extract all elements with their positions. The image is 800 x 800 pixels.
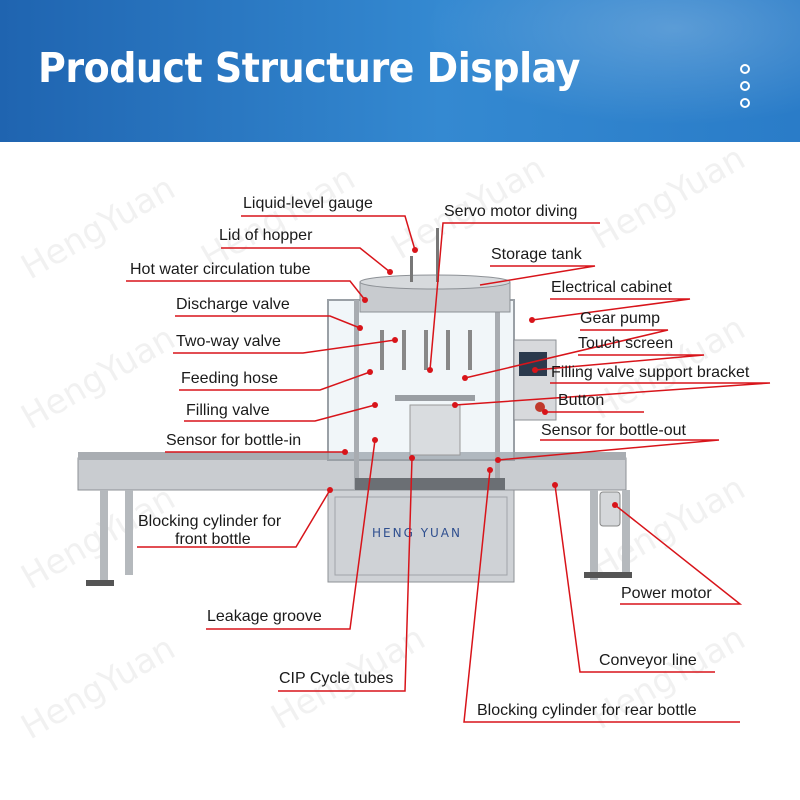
conveyor-leg <box>125 490 133 575</box>
callout-dots <box>327 247 618 508</box>
label-button: Button <box>558 392 605 409</box>
brand-text: HENG YUAN <box>372 526 462 540</box>
conveyor-leg <box>590 490 598 580</box>
label-discharge-valve: Discharge valve <box>176 296 290 313</box>
servo-rod <box>436 228 439 282</box>
label-touch-screen: Touch screen <box>578 335 674 352</box>
label-two-way-valve: Two-way valve <box>176 333 281 350</box>
label-sensor-bottle-out: Sensor for bottle-out <box>541 422 686 439</box>
label-hot-water-tube: Hot water circulation tube <box>130 261 311 278</box>
label-storage-tank: Storage tank <box>491 246 582 263</box>
label-liquid-level-gauge: Liquid-level gauge <box>243 195 373 212</box>
label-filling-valve: Filling valve <box>186 402 270 419</box>
conveyor-leg <box>100 490 108 585</box>
label-sensor-bottle-in: Sensor for bottle-in <box>166 432 302 449</box>
power-motor <box>599 491 621 527</box>
hopper-lid <box>359 274 511 290</box>
header-banner: Product Structure Display <box>0 0 800 142</box>
filling-valves <box>380 330 475 456</box>
conveyor-top <box>78 452 626 460</box>
label-conveyor-line: Conveyor line <box>599 652 697 669</box>
header-shine <box>380 0 800 142</box>
label-lid-of-hopper: Lid of hopper <box>219 227 313 244</box>
frame-post <box>495 300 500 490</box>
watermark: HengYuan <box>585 138 753 258</box>
label-power-motor: Power motor <box>621 585 712 602</box>
frame-post <box>354 300 359 490</box>
label-leakage-groove: Leakage groove <box>207 608 322 625</box>
watermark: HengYuan <box>15 628 183 748</box>
label-blocking-front-1: Blocking cylinder for <box>138 513 282 530</box>
label-cip-tubes: CIP Cycle tubes <box>279 670 394 687</box>
watermark: HengYuan <box>15 318 183 438</box>
level-gauge <box>410 256 413 282</box>
more-dots-icon <box>740 64 754 115</box>
label-electrical-cabinet: Electrical cabinet <box>551 279 672 296</box>
label-servo-motor: Servo motor diving <box>444 203 578 220</box>
page-title: Product Structure Display <box>38 44 580 92</box>
conveyor-foot <box>584 572 632 578</box>
leakage-groove <box>355 478 505 490</box>
conveyor-foot <box>86 580 114 586</box>
label-gear-pump: Gear pump <box>580 310 661 327</box>
conveyor-leg <box>622 490 630 575</box>
label-feeding-hose: Feeding hose <box>181 370 278 387</box>
cabinet-panel <box>334 496 508 576</box>
conveyor-rail <box>77 457 627 491</box>
watermark: HengYuan <box>15 478 183 598</box>
callout-lines <box>126 215 771 723</box>
button <box>535 402 545 412</box>
label-filling-valve-bracket: Filling valve support bracket <box>551 364 750 381</box>
label-blocking-front-2: front bottle <box>175 531 251 548</box>
label-blocking-rear: Blocking cylinder for rear bottle <box>477 702 697 719</box>
